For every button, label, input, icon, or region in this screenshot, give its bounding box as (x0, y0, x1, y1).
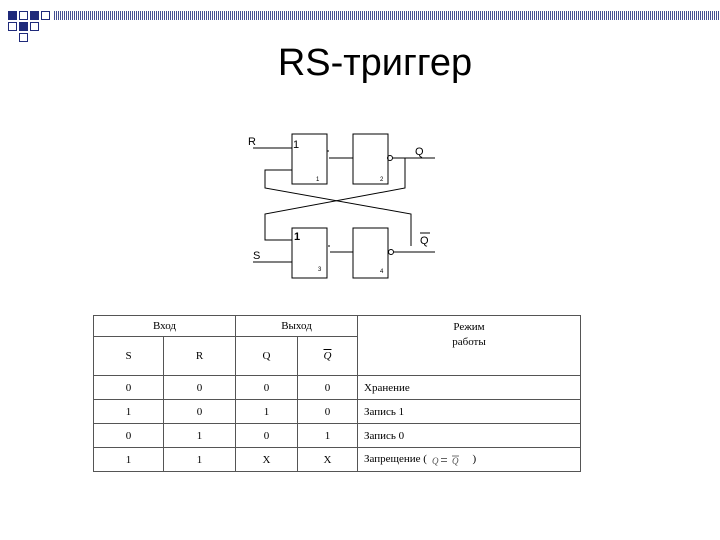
gate-4 (352, 227, 389, 279)
gate-1-number: 1 (316, 177, 320, 183)
decor-square (19, 22, 28, 31)
forbidden-condition-formula: Q Q (432, 455, 459, 466)
header-rule (54, 11, 720, 20)
output-q-label: Q (415, 146, 424, 158)
cell-s: 1 (93, 447, 164, 472)
gate-4-inverter-bubble (388, 249, 394, 255)
cell-mode: Запись 1 (357, 399, 581, 424)
forbidden-close-paren: ) (472, 453, 477, 466)
gate-1 (291, 133, 328, 185)
decor-square (8, 22, 17, 31)
table-row: 1 1 X X Запрещение ( Q Q ) (93, 447, 581, 472)
slide-decoration (0, 0, 720, 50)
gate-2-number: 2 (380, 177, 384, 183)
rs-latch-diagram: 1 1 2 1 3 4 R S Q Q (248, 133, 435, 279)
gate-3-number: 3 (318, 267, 322, 273)
cell-s: 0 (93, 375, 164, 400)
input-r-label: R (248, 136, 256, 148)
cell-q-bar: 0 (297, 375, 358, 400)
table-row: 0 1 0 1 Запись 0 (93, 423, 581, 448)
gate-4-number: 4 (380, 269, 384, 275)
cell-q: X (235, 447, 298, 472)
formula-equals-top (440, 457, 447, 459)
wires (253, 147, 435, 263)
formula-equals-bottom (440, 460, 447, 462)
cell-s: 0 (93, 423, 164, 448)
cell-mode: Запись 0 (357, 423, 581, 448)
cell-q: 1 (235, 399, 298, 424)
formula-q: Q (432, 456, 439, 466)
cell-r: 0 (163, 399, 236, 424)
cell-r: 1 (163, 423, 236, 448)
header-q-bar: Q (297, 336, 358, 376)
cell-q: 0 (235, 375, 298, 400)
decor-square (30, 22, 39, 31)
header-r: R (163, 336, 236, 376)
decor-square (19, 11, 28, 20)
cell-q: 0 (235, 423, 298, 448)
forbidden-label: Запрещение ( (364, 453, 427, 466)
formula-q-bar: Q (452, 456, 459, 466)
table-row: 0 0 0 0 Хранение (93, 375, 581, 400)
cell-r: 1 (163, 447, 236, 472)
decor-square (30, 11, 39, 20)
output-qbar-label: Q (420, 235, 429, 247)
header-output: Выход (235, 315, 358, 337)
header-input: Вход (93, 315, 236, 337)
cell-s: 1 (93, 399, 164, 424)
slide-title: RS-триггер (277, 42, 473, 84)
cell-r: 0 (163, 375, 236, 400)
gate-2-inverter-bubble (387, 155, 393, 161)
header-q: Q (235, 336, 298, 376)
gate-3-label: 1 (294, 231, 300, 243)
cell-q-bar: 1 (297, 423, 358, 448)
decor-square (41, 11, 50, 20)
gate-1-label: 1 (293, 139, 299, 151)
input-s-label: S (253, 250, 260, 262)
cell-q-bar: 0 (297, 399, 358, 424)
table-row: 1 0 1 0 Запись 1 (93, 399, 581, 424)
gate-3 (291, 227, 328, 279)
cell-mode: Запрещение ( Q Q ) (357, 447, 581, 472)
q-bar-symbol: Q (323, 350, 332, 362)
header-s: S (93, 336, 164, 376)
cell-mode: Хранение (357, 375, 581, 400)
decor-square (19, 33, 28, 42)
cell-q-bar: X (297, 447, 358, 472)
decor-square (8, 11, 17, 20)
truth-table-column-header-row: S R Q Q (93, 336, 581, 376)
